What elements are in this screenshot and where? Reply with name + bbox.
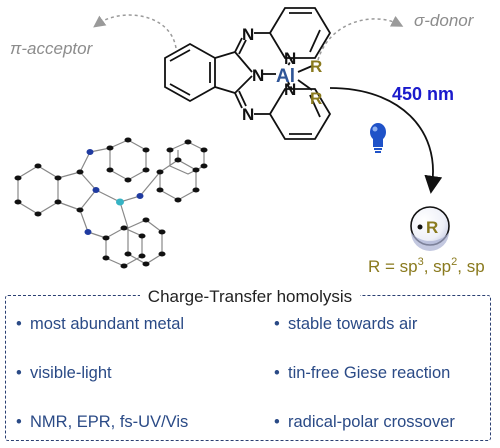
al-complex-structure <box>164 7 332 140</box>
sigma-donor-label: σ-donor <box>414 11 475 30</box>
feature-right-2: •tin-free Giese reaction <box>274 364 451 382</box>
r-group-top: R <box>310 57 322 76</box>
light-bulb-icon <box>370 123 386 153</box>
feature-left-1: •most abundant metal <box>16 315 185 333</box>
atom-n-imine-bottom: N <box>242 105 254 124</box>
atom-n-center: N <box>252 66 264 85</box>
wavelength-label: 450 nm <box>392 84 454 104</box>
crystal-atoms <box>14 137 208 269</box>
feature-left-2: •visible-light <box>16 364 112 382</box>
crystal-al-atom <box>116 198 124 206</box>
homolysis-arrow <box>329 87 443 194</box>
pi-acceptor-label: π-acceptor <box>10 39 94 58</box>
r-scope-label: R = sp3, sp2, sp <box>368 256 485 276</box>
features-box-title: Charge-Transfer homolysis <box>0 287 500 307</box>
sigma-donor-arrow <box>317 15 404 61</box>
r-group-bottom: R <box>310 89 322 108</box>
feature-right-3: •radical-polar crossover <box>274 413 455 431</box>
radical-sphere <box>410 206 450 251</box>
pi-acceptor-arrow <box>93 14 177 49</box>
atom-n-pyridine-top: N <box>284 49 296 68</box>
feature-left-3: •NMR, EPR, fs-UV/Vis <box>16 413 189 431</box>
atom-n-imine-top: N <box>242 25 254 44</box>
feature-right-1: •stable towards air <box>274 315 418 333</box>
atom-n-pyridine-bottom: N <box>284 80 296 99</box>
crystal-heteroatoms <box>84 149 144 235</box>
atom-al: Al <box>276 66 295 87</box>
radical-r-label: R <box>426 218 438 237</box>
